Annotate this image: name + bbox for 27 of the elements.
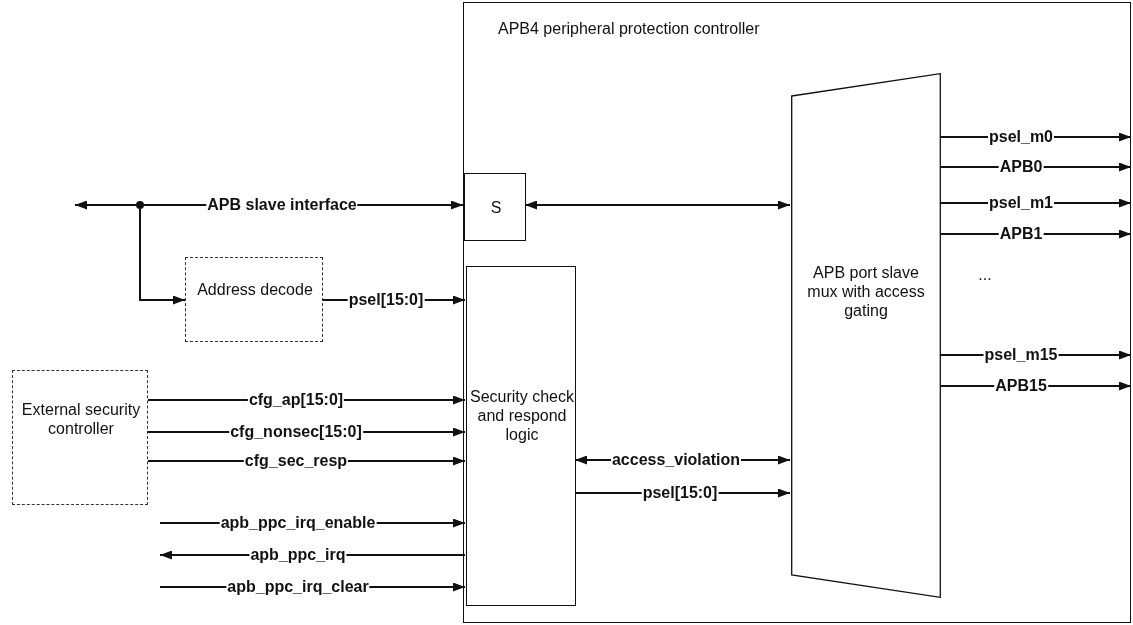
node-label: S xyxy=(489,198,503,217)
node-label: External security controller xyxy=(20,400,142,438)
slave-port-box xyxy=(464,173,526,241)
arrow xyxy=(524,200,791,210)
controller-box xyxy=(463,2,1131,623)
edge-label: psel_m15 xyxy=(983,346,1059,364)
edge-label: psel_m0 xyxy=(988,128,1054,146)
title-text: APB4 peripheral protection controller xyxy=(498,19,761,38)
edge-label: cfg_nonsec[15:0] xyxy=(229,423,363,441)
arrow xyxy=(74,200,137,210)
edge-label: apb_ppc_irq_clear xyxy=(226,578,370,596)
edge-label: apb_ppc_irq_enable xyxy=(219,514,377,532)
edge-label: cfg_ap[15:0] xyxy=(247,391,345,409)
node-label: APB port slave mux with access gating xyxy=(806,263,926,320)
dashed-box xyxy=(12,370,148,505)
node-label: Address decode xyxy=(196,280,314,299)
edge-label: apb_ppc_irq xyxy=(249,546,347,564)
edge-label: psel_m1 xyxy=(988,194,1054,212)
junction-dot xyxy=(136,201,144,209)
mux-trapezoid xyxy=(791,73,941,598)
logic-box xyxy=(466,266,576,606)
edge-label: cfg_sec_resp xyxy=(243,452,349,470)
edge-label: psel[15:0] xyxy=(641,484,719,502)
arrow xyxy=(139,208,186,305)
dashed-box xyxy=(185,257,323,342)
edge-label: access_violation xyxy=(610,451,742,469)
node-label: Security check and respond logic xyxy=(469,387,575,444)
